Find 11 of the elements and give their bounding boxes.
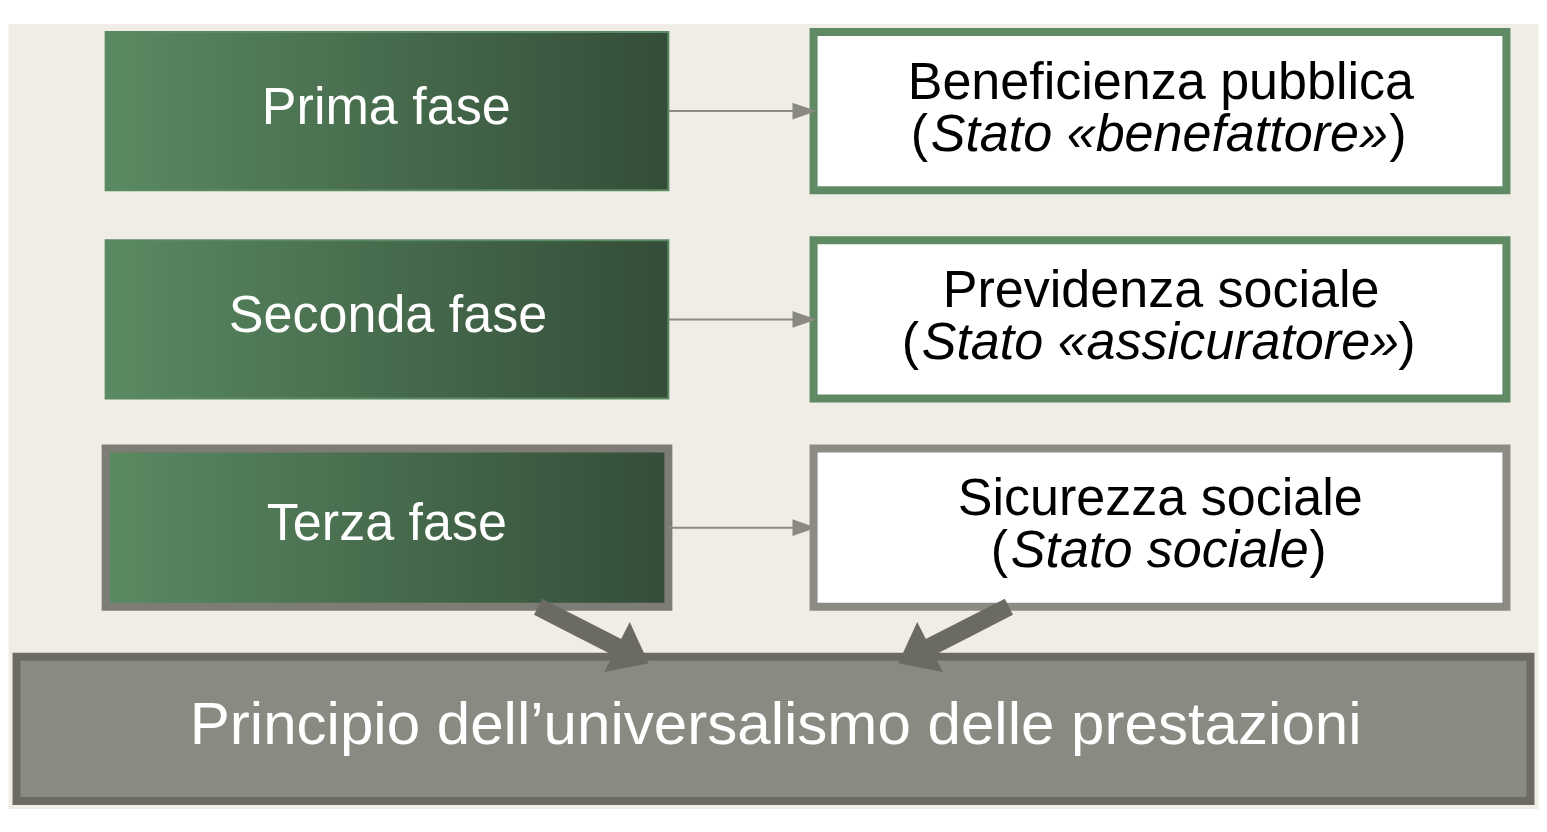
node-box: Beneficienza pubblica (Stato «benefattore») xyxy=(809,27,1511,194)
arrow xyxy=(667,310,817,328)
arrow xyxy=(534,598,649,672)
node-box: Prima fase xyxy=(104,30,670,191)
arrow xyxy=(667,102,817,120)
arrow xyxy=(898,598,1013,672)
node-box: Terza fase xyxy=(101,444,673,611)
node-box: Sicurezza sociale (Stato sociale) xyxy=(809,444,1511,611)
node-box: Previdenza sociale (Stato «assicuratore») xyxy=(809,235,1511,402)
node-box: Seconda fase xyxy=(104,238,670,399)
node-box: Principio dell’universalismo delle prestazioni xyxy=(12,652,1535,805)
